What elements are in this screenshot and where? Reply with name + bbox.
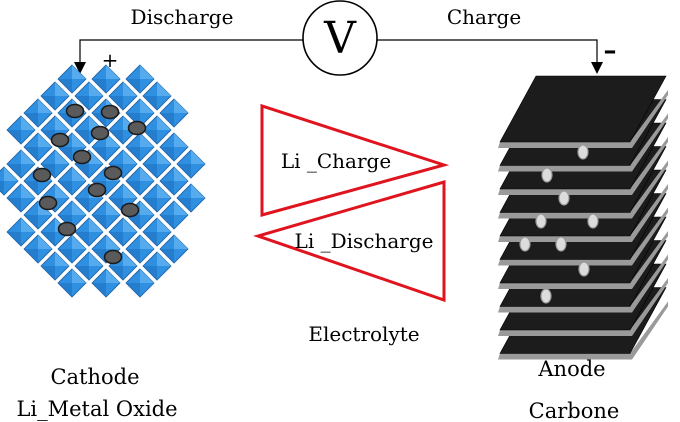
- intercalated-lithium: [558, 190, 570, 206]
- crystal-octahedron: [57, 268, 87, 298]
- anode-material-label: Carbone: [529, 399, 620, 422]
- charge-wire: [377, 39, 598, 70]
- crystal-octahedron: [57, 234, 87, 264]
- intercalated-lithium: [540, 288, 552, 304]
- cathode-terminal-arrowhead: [74, 62, 86, 74]
- crystal-octahedron: [6, 149, 36, 179]
- intercalated-lithium: [577, 144, 589, 160]
- crystal-octahedron: [159, 166, 189, 196]
- lithium-ion: [127, 120, 147, 136]
- crystal-octahedron: [142, 183, 172, 213]
- lithium-ion: [57, 221, 77, 237]
- charge-label: Charge: [447, 5, 521, 29]
- crystal-octahedron: [125, 166, 155, 196]
- lithium-ion: [32, 167, 52, 183]
- anode-graphite-stack: [498, 75, 668, 360]
- voltmeter-symbol: V: [323, 13, 357, 64]
- intercalated-lithium: [587, 213, 599, 229]
- intercalated-lithium: [519, 236, 531, 252]
- anode-terminal-arrowhead: [591, 62, 603, 74]
- crystal-octahedron: [23, 98, 53, 128]
- intercalated-lithium: [555, 236, 567, 252]
- crystal-octahedron: [91, 200, 121, 230]
- circuit-wires: [79, 39, 598, 70]
- discharge-wire: [79, 39, 303, 68]
- crystal-octahedron: [125, 64, 155, 94]
- voltmeter-circle: [302, 0, 378, 76]
- crystal-octahedron: [23, 132, 53, 162]
- crystal-octahedron: [108, 115, 138, 145]
- crystal-octahedron: [125, 234, 155, 264]
- crystal-octahedron: [125, 132, 155, 162]
- crystal-octahedron: [74, 81, 104, 111]
- crystal-octahedron: [142, 115, 172, 145]
- crystal-octahedron: [6, 183, 36, 213]
- crystal-octahedron: [57, 64, 87, 94]
- crystal-octahedron: [176, 183, 206, 213]
- discharge-arrow-triangle: [253, 180, 446, 303]
- crystal-octahedron: [91, 268, 121, 298]
- cathode-label: Cathode: [50, 365, 139, 389]
- crystal-octahedron: [176, 149, 206, 179]
- crystal-octahedron: [40, 81, 70, 111]
- intercalated-lithium: [578, 261, 590, 277]
- lithium-ion: [72, 149, 92, 165]
- crystal-octahedron: [159, 200, 189, 230]
- cathode-material-label: Li_Metal Oxide: [16, 397, 177, 421]
- crystal-octahedron: [142, 149, 172, 179]
- graphite-sheet: [498, 75, 668, 148]
- crystal-octahedron: [142, 251, 172, 281]
- crystal-octahedron: [159, 234, 189, 264]
- intercalated-lithium: [541, 167, 553, 183]
- lithium-ion: [87, 182, 107, 198]
- crystal-octahedron: [57, 166, 87, 196]
- charge-arrow-label: Li _Charge: [281, 149, 391, 173]
- crystal-octahedron: [159, 132, 189, 162]
- crystal-octahedron: [74, 251, 104, 281]
- crystal-octahedron: [108, 217, 138, 247]
- lithium-ion: [90, 125, 110, 141]
- lithium-ion: [103, 249, 123, 265]
- anode-label: Anode: [537, 357, 605, 381]
- lithium-ion: [120, 202, 140, 218]
- crystal-octahedron: [108, 81, 138, 111]
- lithium-ion: [65, 103, 85, 119]
- lithium-ion: [38, 195, 58, 211]
- crystal-octahedron: [142, 81, 172, 111]
- lithium-ion: [103, 165, 123, 181]
- intercalated-lithium: [535, 213, 547, 229]
- discharge-label: Discharge: [131, 5, 234, 29]
- crystal-octahedron: [74, 217, 104, 247]
- crystal-octahedron: [40, 251, 70, 281]
- cathode-crystal-lattice: [0, 64, 206, 298]
- electrolyte-label: Electrolyte: [308, 322, 419, 346]
- charge-arrow-triangle: [260, 103, 450, 217]
- crystal-octahedron: [0, 166, 19, 196]
- lithium-ion: [100, 104, 120, 120]
- crystal-octahedron: [91, 64, 121, 94]
- crystal-octahedron: [6, 115, 36, 145]
- crystal-octahedron: [159, 98, 189, 128]
- crystal-octahedron: [23, 234, 53, 264]
- minus-sign: –: [604, 36, 617, 66]
- lithium-ion: [50, 132, 70, 148]
- discharge-arrow-label: Li _Discharge: [295, 229, 434, 253]
- crystal-octahedron: [6, 217, 36, 247]
- crystal-octahedron: [125, 268, 155, 298]
- crystal-octahedron: [142, 217, 172, 247]
